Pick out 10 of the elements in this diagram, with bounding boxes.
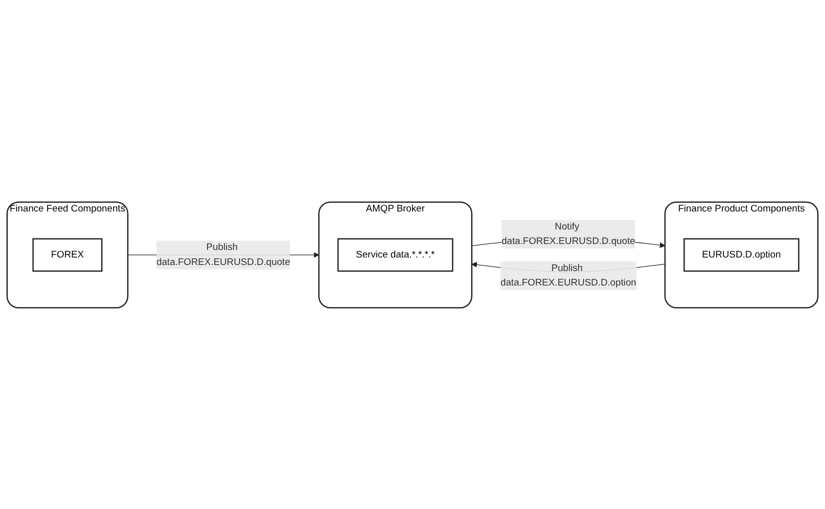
node-box [32, 238, 102, 272]
edge-label: Publish data.FOREX.EURUSD.D.quote [156, 241, 290, 267]
cluster [318, 201, 472, 308]
diagram: Publish data.FOREX.EURUSD.D.quote Notify data.FOREX.EURUSD.D.quote Publish data.FOREX.EURUSD.D.option AMQP Broker Service data.*.*.*.* Finance Product Components EURUSD.D.option Finance Feed Components FOREX [2, 196, 823, 312]
node-box [684, 238, 800, 272]
node-box [337, 238, 454, 272]
edge-label: Publish data.FOREX.EURUSD.D.option [500, 262, 636, 288]
edge-label: Notify data.FOREX.EURUSD.D.quote [502, 220, 636, 246]
cluster [6, 201, 128, 308]
cluster [664, 201, 819, 308]
